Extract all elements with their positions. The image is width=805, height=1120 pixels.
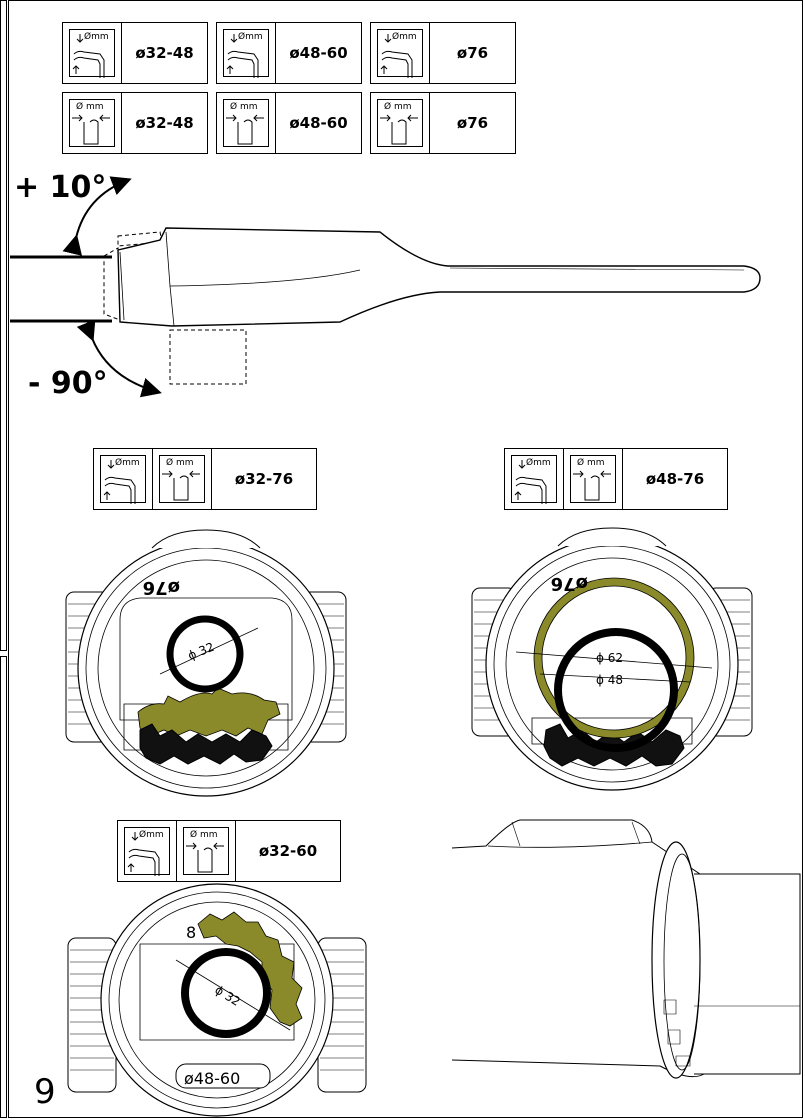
left-margin-bar-top xyxy=(0,0,7,651)
icon-label: Ø mm xyxy=(190,830,218,840)
spec-side-entry-1: Ømm ø32-48 xyxy=(62,22,208,84)
side-entry-glyph xyxy=(380,34,413,78)
ring-marking: ø76 xyxy=(143,577,180,598)
spec-side-entry-2: Ømm ø48-60 xyxy=(216,22,362,84)
dimension-label: ϕ 48 xyxy=(596,673,623,687)
side-entry-bracket-icon: Ømm xyxy=(118,821,177,881)
icon-label: Ø mm xyxy=(166,458,194,468)
adapter-spec-bottom: Ømm Ø mm ø32-60 xyxy=(117,820,341,882)
page-frame xyxy=(8,0,803,1118)
adapter-view-right: ϕ 62 ϕ 48 ø76 xyxy=(471,527,753,791)
icon-label: Ømm xyxy=(115,458,140,468)
icon-label: Ømm xyxy=(392,32,417,42)
icon-label: Ømm xyxy=(84,32,109,42)
ring-marking: ø76 xyxy=(551,573,588,594)
pipe-48 xyxy=(554,628,678,752)
side-entry-bracket-icon: Ømm xyxy=(94,449,153,509)
icon-label: Ømm xyxy=(526,458,551,468)
side-entry-bracket-icon: Ømm xyxy=(217,23,276,83)
spec-value: ø48-76 xyxy=(645,470,705,488)
adapter-spec-left: Ømm Ø mm ø32-76 xyxy=(93,448,317,510)
side-entry-glyph xyxy=(103,460,136,504)
post-top-glyph xyxy=(186,842,224,873)
black-clamp xyxy=(139,723,273,765)
adapter-view-left: ϕ 32 ø76 xyxy=(65,529,347,797)
spec-value: ø48-60 xyxy=(289,114,348,132)
dimension-label: ϕ 62 xyxy=(596,651,623,665)
olive-clamp xyxy=(197,911,303,1027)
tilt-down-arrow xyxy=(76,319,162,398)
spec-value: ø32-76 xyxy=(234,470,294,488)
luminaire-body xyxy=(117,227,761,327)
side-entry-glyph xyxy=(514,460,547,504)
spec-value: ø32-48 xyxy=(135,114,194,132)
post-top-glyph xyxy=(162,470,200,501)
post-top-icon: Ø mm xyxy=(63,93,122,153)
tilt-up-arrow xyxy=(62,176,132,256)
pipe-62-olive xyxy=(534,578,694,738)
icon-label: Ømm xyxy=(139,830,164,840)
tilt-down-ghost xyxy=(169,329,247,385)
spec-side-entry-3: Ømm ø76 xyxy=(370,22,516,84)
side-entry-bracket-icon: Ømm xyxy=(63,23,122,83)
page-number: 9 xyxy=(34,1072,56,1112)
icon-label: Ø mm xyxy=(577,458,605,468)
post-top-icon: Ø mm xyxy=(177,821,236,881)
pipe-32 xyxy=(166,615,244,693)
side-entry-glyph xyxy=(72,34,105,78)
adapter-view-bottom: ø48-60 8 ϕ 32 xyxy=(67,883,367,1117)
post-top-glyph xyxy=(226,114,264,145)
post-top-icon: Ø mm xyxy=(564,449,623,509)
post-top-icon: Ø mm xyxy=(153,449,212,509)
adapter-on-pole-perspective xyxy=(451,819,801,1079)
ring-marking: ø48-60 xyxy=(184,1069,240,1088)
spec-post-top-3: Ø mm ø76 xyxy=(370,92,516,154)
pipe-32 xyxy=(181,948,271,1038)
spec-post-top-1: Ø mm ø32-48 xyxy=(62,92,208,154)
post-top-icon: Ø mm xyxy=(217,93,276,153)
adapter-spec-right: Ømm Ø mm ø48-76 xyxy=(504,448,728,510)
spec-value: ø76 xyxy=(456,114,489,132)
icon-label: Ø mm xyxy=(384,102,412,112)
left-margin-bar-bottom xyxy=(0,656,7,1118)
icon-label: Ømm xyxy=(238,32,263,42)
spec-value: ø48-60 xyxy=(289,44,348,62)
icon-label: Ø mm xyxy=(76,102,104,112)
spec-value: ø32-60 xyxy=(258,842,318,860)
side-entry-glyph xyxy=(226,34,259,78)
spec-post-top-2: Ø mm ø48-60 xyxy=(216,92,362,154)
spec-value: ø32-48 xyxy=(135,44,194,62)
side-entry-bracket-icon: Ømm xyxy=(505,449,564,509)
spec-value: ø76 xyxy=(456,44,489,62)
olive-clamp xyxy=(137,687,281,737)
icon-label: Ø mm xyxy=(230,102,258,112)
side-entry-bracket-icon: Ømm xyxy=(371,23,430,83)
post-top-icon: Ø mm xyxy=(371,93,430,153)
post-top-glyph xyxy=(380,114,418,145)
luminaire-side-view xyxy=(10,176,761,398)
post-top-glyph xyxy=(72,114,110,145)
post-top-glyph xyxy=(573,470,611,501)
clamp-marking: 8 xyxy=(186,923,196,942)
side-entry-glyph xyxy=(127,832,160,876)
